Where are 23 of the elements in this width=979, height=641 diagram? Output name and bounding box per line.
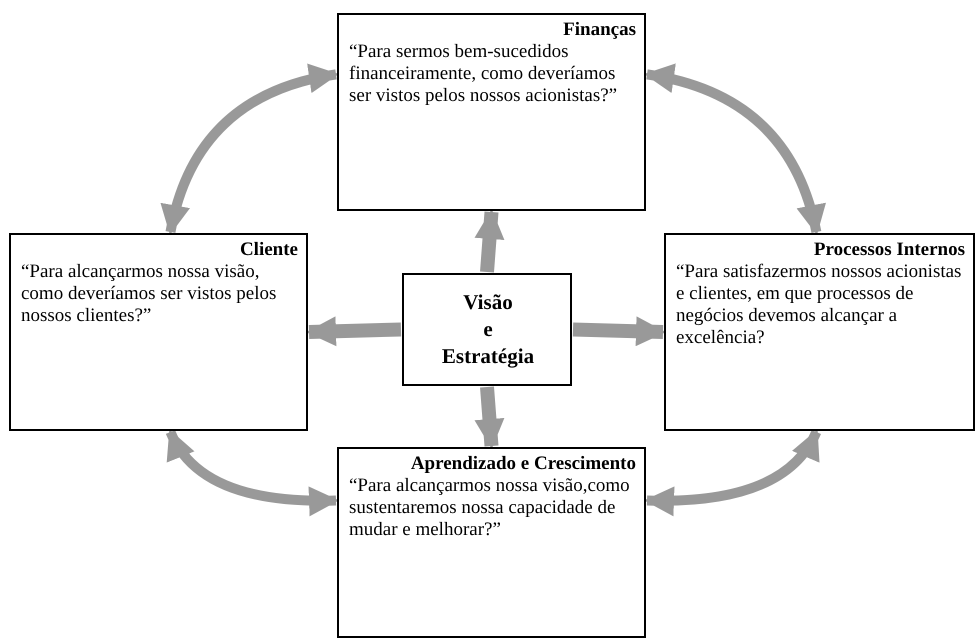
perspective-box [664,233,975,431]
question-text: “Para alcançarmos nossa visão,como sustentaremos nossa capacidade de mudar e melhorar?” [349,475,631,541]
arrow [306,316,402,346]
double-arrow [166,429,339,516]
center-label: e [482,316,494,343]
question-text: “Para alcançarmos nossa visão, como deveríamos ser vistos pelos nossos clientes?” [21,261,278,327]
perspective-title: Finanças [562,19,636,41]
perspective-title: Processos Internos [812,239,965,261]
perspective-title: Aprendizado e Crescimento [410,453,636,475]
perspective-box [9,233,308,431]
perspective-box [337,447,646,638]
arrow [572,316,666,346]
arrow [474,386,504,449]
question-text: “Para satisfazermos nossos acionistas e clientes, em que processos de negócios devemos alcançar a excelência? [676,261,962,349]
perspective-box [337,13,646,211]
center-box [402,273,572,386]
double-arrow [644,64,825,235]
perspective-title: Cliente [238,239,298,261]
center-label: Visão [462,289,514,316]
question-text: “Para sermos bem-sucedidos financeiramente, como deveríamos ser vistos pelos nossos acionistas?” [349,41,618,107]
center-label: Estratégia [440,343,536,370]
double-arrow [644,429,821,516]
arrow [474,209,504,273]
